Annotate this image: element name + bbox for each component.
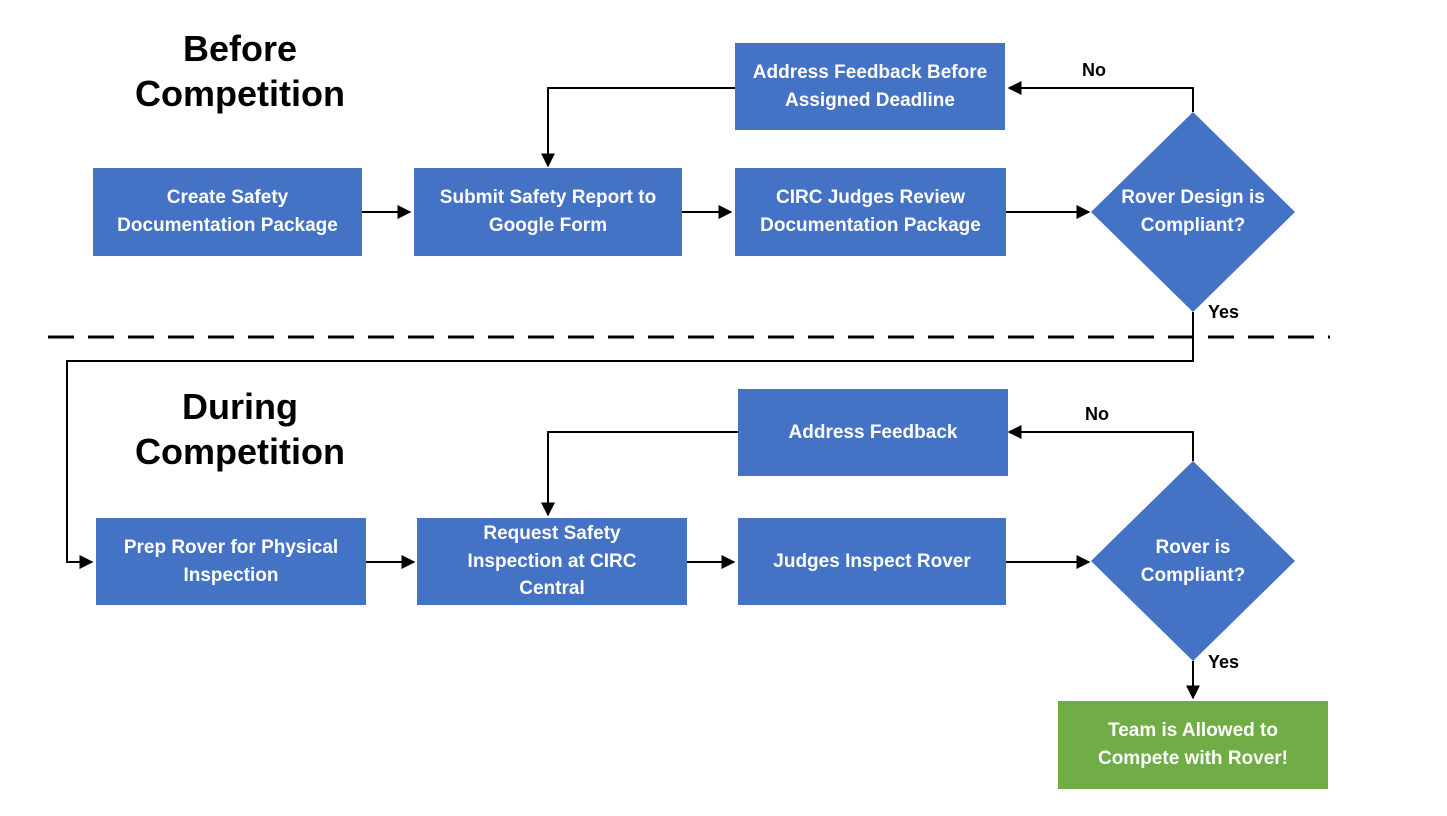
box-label-line: Inspection: [183, 564, 279, 586]
box-label-line: Documentation Package: [117, 215, 338, 236]
create-safety-package-box: Create Safety Documentation Package: [93, 168, 362, 256]
box-label-line: Central: [519, 578, 585, 600]
box-label-line: Inspection at CIRC: [467, 550, 637, 572]
decision-diamond-design-compliant: [1091, 112, 1295, 312]
box-label-line: Prep Rover for Physical: [123, 536, 339, 558]
arrow-address-to-submit: [541, 87, 735, 168]
decision-label-line: Compliant?: [1140, 214, 1246, 236]
before-no-label: No: [1082, 60, 1106, 80]
box-label-line: Documentation Package: [760, 215, 981, 236]
prep-rover-box: Prep Rover for Physical Inspection: [96, 518, 366, 605]
before-yes-label: Yes: [1208, 302, 1240, 322]
box-label-line: CIRC Judges Review: [775, 187, 965, 209]
decision-label-line: Rover is: [1155, 537, 1231, 558]
before-title-line1: Before: [182, 28, 298, 69]
team-allowed-to-compete-box: Team is Allowed to Compete with Rover!: [1058, 701, 1328, 789]
during-competition-title: During Competition: [110, 384, 370, 474]
box-label-line: Assigned Deadline: [784, 89, 955, 111]
during-title-line2: Competition: [135, 431, 345, 472]
address-feedback-box: Address Feedback: [738, 389, 1008, 476]
submit-safety-report-box: Submit Safety Report to Google Form: [414, 168, 682, 256]
request-safety-inspection-box: Request Safety Inspection at CIRC Centra…: [417, 518, 687, 605]
box-label-line: Judges Inspect Rover: [773, 550, 971, 572]
box-label-line: Team is Allowed to: [1108, 720, 1278, 742]
during-yes-label: Yes: [1208, 652, 1240, 672]
before-title-line2: Competition: [135, 73, 345, 114]
box-label-line: Create Safety: [166, 187, 289, 209]
box-label-line: Address Feedback Before: [752, 61, 988, 83]
arrow-address-feedback-to-request: [541, 431, 738, 517]
address-feedback-deadline-box: Address Feedback Before Assigned Deadlin…: [735, 43, 1005, 130]
before-competition-title: Before Competition: [120, 26, 360, 116]
decision-diamond-rover-compliant: [1091, 461, 1295, 661]
decision-rover-compliant-label: Rover is Compliant?: [1098, 534, 1288, 589]
judges-review-package-box: CIRC Judges Review Documentation Package: [735, 168, 1006, 256]
decision-label-line: Rover Design is: [1121, 187, 1265, 208]
arrow-decision-no-to-address: [1007, 81, 1194, 112]
box-label-line: Address Feedback: [788, 421, 958, 443]
arrow-decision-no-to-address-feedback: [1007, 425, 1194, 461]
arrow-decision-yes-to-prep: [66, 312, 1194, 569]
decision-label-line: Compliant?: [1140, 564, 1246, 586]
decision-design-compliant-label: Rover Design is Compliant?: [1098, 184, 1288, 239]
box-label-line: Google Form: [488, 215, 608, 236]
box-label-line: Compete with Rover!: [1097, 748, 1289, 769]
box-label-line: Submit Safety Report to: [439, 187, 657, 209]
judges-inspect-rover-box: Judges Inspect Rover: [738, 518, 1006, 605]
during-title-line1: During: [182, 386, 298, 427]
box-label-line: Request Safety: [483, 523, 621, 545]
during-no-label: No: [1085, 404, 1109, 424]
